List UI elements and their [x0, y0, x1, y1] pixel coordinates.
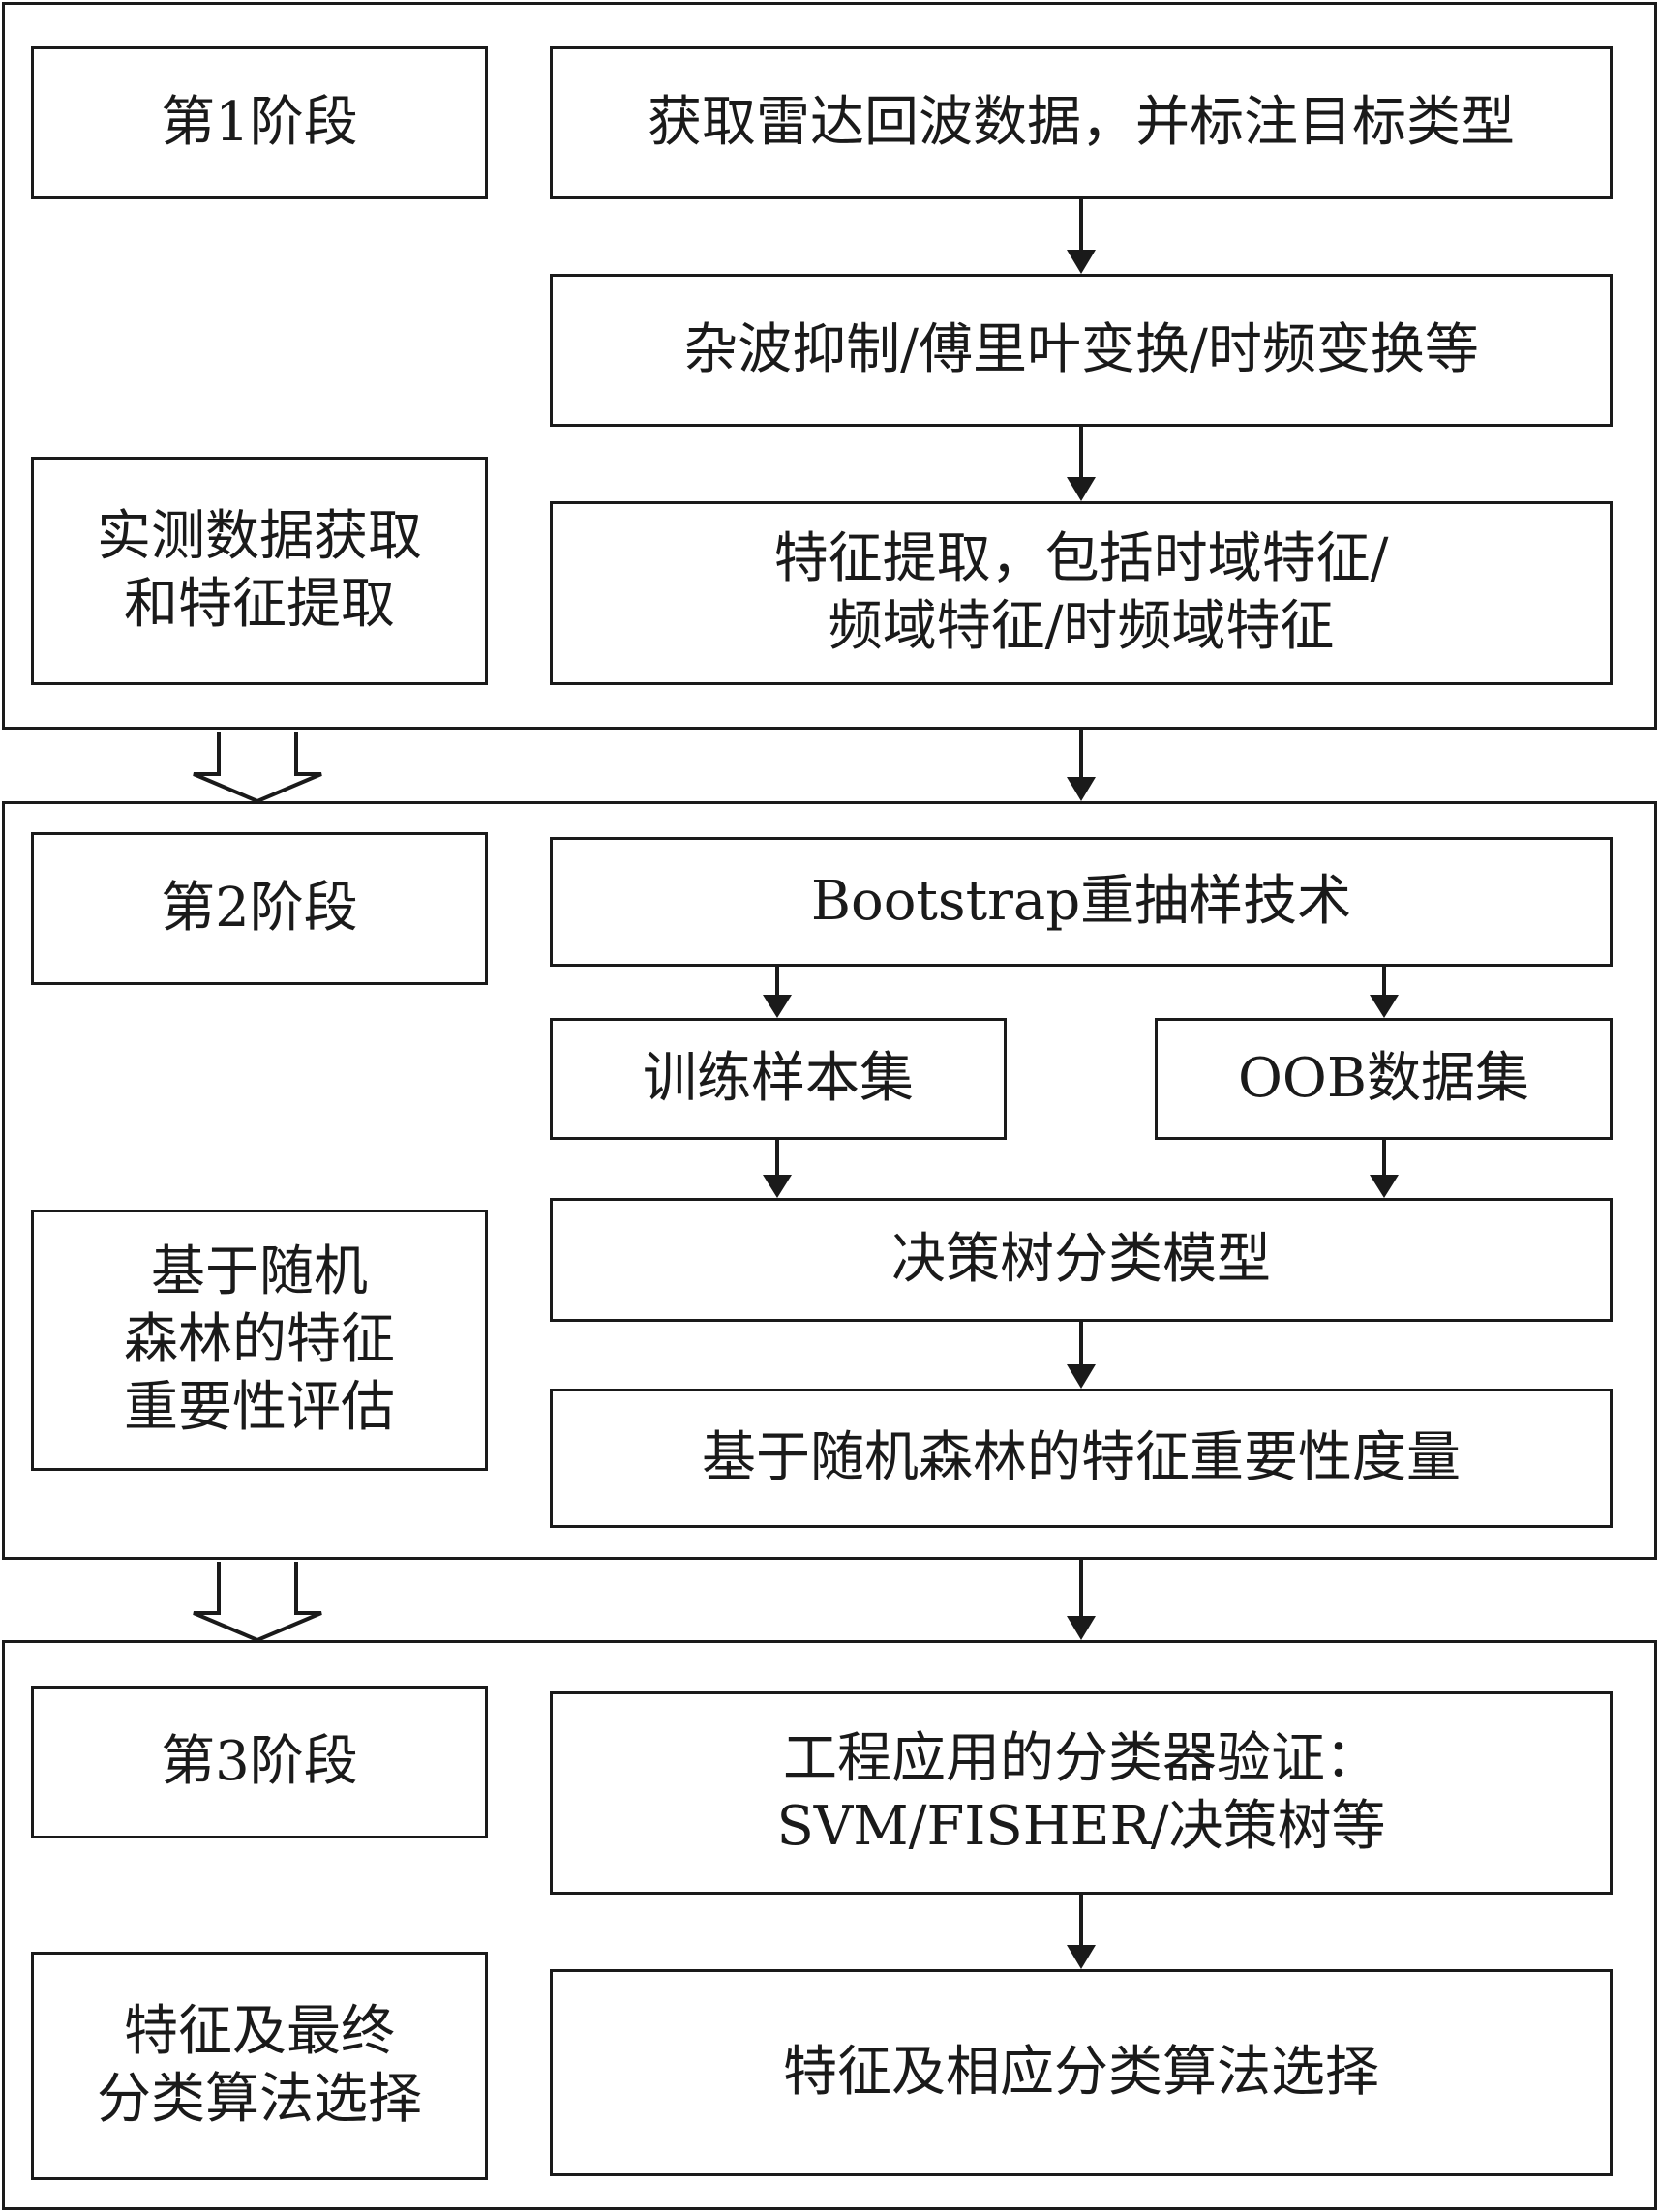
stage-1-label: 第1阶段 [31, 46, 488, 199]
step-oob-set: OOB数据集 [1155, 1018, 1613, 1140]
step-signal-transform: 杂波抑制/傅里叶变换/时频变换等 [550, 274, 1613, 427]
step-classifier-validation: 工程应用的分类器验证： SVM/FISHER/决策树等 [550, 1691, 1613, 1895]
step-training-set: 训练样本集 [550, 1018, 1007, 1140]
stage-3-label: 第3阶段 [31, 1686, 488, 1838]
stage-3-title: 特征及最终 分类算法选择 [31, 1952, 488, 2180]
step-algorithm-selection: 特征及相应分类算法选择 [550, 1969, 1613, 2176]
step-feature-importance: 基于随机森林的特征重要性度量 [550, 1389, 1613, 1528]
stage-2-label: 第2阶段 [31, 832, 488, 985]
stage-1-title: 实测数据获取 和特征提取 [31, 457, 488, 685]
stage-2-title: 基于随机 森林的特征 重要性评估 [31, 1210, 488, 1471]
step-bootstrap-resampling: Bootstrap重抽样技术 [550, 837, 1613, 967]
step-decision-tree-model: 决策树分类模型 [550, 1198, 1613, 1322]
stage-transition-arrow-1 [193, 732, 322, 804]
step-acquire-radar-data: 获取雷达回波数据，并标注目标类型 [550, 46, 1613, 199]
stage-transition-arrow-2 [193, 1562, 322, 1643]
step-feature-extraction: 特征提取，包括时域特征/ 频域特征/时频域特征 [550, 501, 1613, 685]
